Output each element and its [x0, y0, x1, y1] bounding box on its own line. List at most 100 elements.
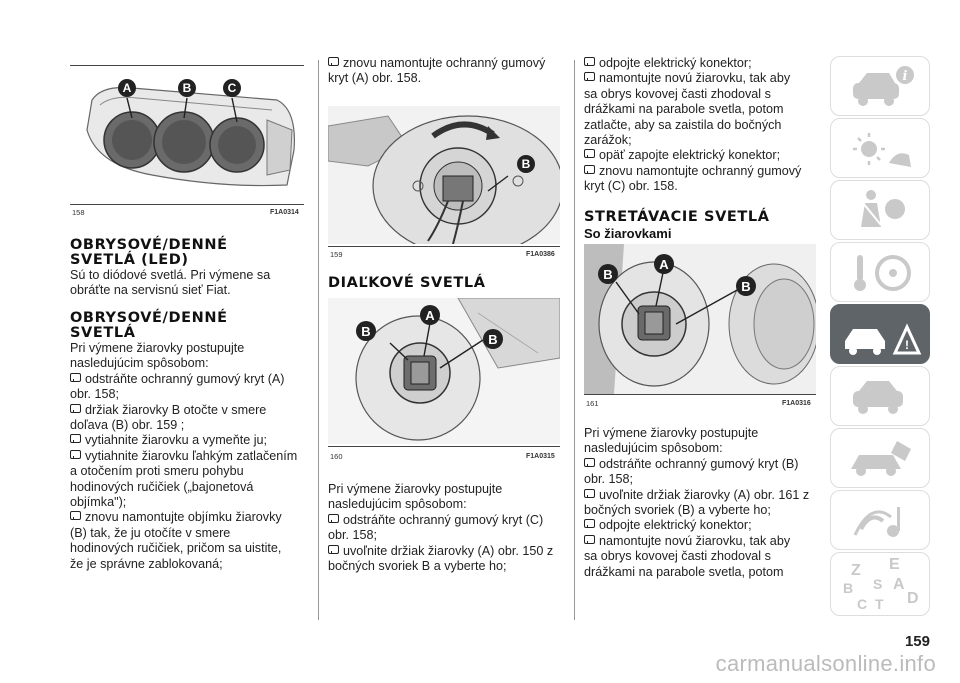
tab-car-info[interactable]: i	[830, 56, 930, 116]
bullet-item: držiak žiarovky B otočte v smere	[70, 403, 310, 418]
technical-data-icon	[851, 441, 911, 476]
figure-rule	[70, 204, 304, 205]
bullet-item: uvoľnite držiak žiarovky (A) obr. 161 z	[584, 488, 824, 503]
bullet-item: vytiahnite žiarovku ľahkým zatlačením	[70, 449, 310, 464]
tab-technical-data[interactable]	[830, 428, 930, 488]
svg-text:B: B	[522, 157, 531, 171]
callout-b: B	[517, 155, 535, 173]
tab-starting-driving[interactable]	[830, 242, 930, 302]
svg-text:i: i	[903, 69, 908, 84]
steering-key-icon	[854, 255, 911, 291]
tab-in-emergency[interactable]: !	[830, 304, 930, 364]
callout-b: B	[736, 276, 756, 296]
callout-b: B	[598, 264, 618, 284]
tab-multimedia[interactable]	[830, 490, 930, 550]
bullet-item: namontujte novú žiarovku, tak aby	[584, 534, 824, 549]
callout-b: B	[178, 79, 196, 97]
bullet-item: namontujte novú žiarovku, tak aby	[584, 71, 824, 86]
figure-158-headlamp: A B C	[72, 70, 304, 198]
section-heading: DIAĽKOVÉ SVETLÁ	[328, 275, 486, 291]
column-divider	[318, 60, 319, 620]
checkbox-bullet-icon	[584, 164, 595, 174]
bullet-item: uvoľnite držiak žiarovky (A) obr. 150 z	[328, 544, 568, 559]
figure-rule	[328, 446, 560, 447]
checkbox-bullet-icon	[584, 149, 595, 159]
checkbox-bullet-icon	[70, 434, 81, 444]
figure-number: 160	[330, 452, 343, 461]
multimedia-icon	[853, 507, 900, 537]
figure-code: F1A0314	[270, 209, 299, 216]
breakdown-warning-icon: !	[845, 323, 922, 355]
tab-index[interactable]: Z E B A C T D S	[830, 552, 930, 616]
bullet-item: znovu namontujte ochranný gumový	[584, 164, 824, 179]
figure-code: F1A0316	[782, 400, 811, 407]
callout-a: A	[654, 254, 674, 274]
svg-text:!: !	[905, 338, 909, 352]
seatbelt-airbag-icon	[861, 190, 905, 227]
figure-rule	[328, 246, 560, 247]
high-beam-illustration: B A B	[328, 298, 560, 444]
section-heading: STRETÁVACIE SVETLÁ	[584, 209, 770, 225]
index-icon: Z E B A C T D S	[843, 556, 919, 612]
watermark: carmanualsonline.info	[715, 651, 936, 676]
bullet-item: znovu namontujte objímku žiarovky	[70, 510, 310, 525]
bullet-item: opäť zapojte elektrický konektor;	[584, 148, 824, 163]
bullet-item: odstráňte ochranný gumový kryt (A)	[70, 372, 310, 387]
checkbox-bullet-icon	[584, 534, 595, 544]
svg-text:T: T	[875, 596, 884, 612]
figure-161-low-beam: B A B	[584, 244, 816, 394]
low-beam-illustration: B A B	[584, 244, 816, 394]
checkbox-bullet-icon	[584, 57, 595, 66]
headlamp-illustration: A B C	[86, 79, 295, 187]
bullet-item: odpojte elektrický konektor;	[584, 56, 824, 71]
bullet-item: odpojte elektrický konektor;	[584, 518, 824, 533]
svg-text:A: A	[893, 576, 905, 593]
subsection-heading: So žiarovkami	[584, 226, 672, 241]
callout-a: A	[420, 305, 440, 325]
car-maintenance-icon	[853, 381, 903, 414]
svg-text:S: S	[873, 576, 882, 592]
svg-text:B: B	[183, 81, 192, 95]
checkbox-bullet-icon	[584, 457, 595, 467]
callout-b: B	[356, 321, 376, 341]
checkbox-bullet-icon	[328, 513, 339, 523]
bullet-item: vytiahnite žiarovku a vymeňte ju;	[70, 433, 310, 448]
svg-text:Z: Z	[851, 562, 861, 579]
figure-rule	[584, 394, 816, 395]
svg-text:D: D	[907, 590, 919, 607]
svg-text:B: B	[741, 279, 750, 294]
checkbox-bullet-icon	[328, 57, 339, 66]
svg-text:E: E	[889, 556, 900, 573]
tab-dashboard-lights[interactable]	[830, 118, 930, 178]
callout-b: B	[483, 329, 503, 349]
dashboard-lights-icon	[853, 133, 911, 167]
callout-a: A	[118, 79, 136, 97]
figure-159-bulb-holder: B	[328, 106, 560, 244]
checkbox-bullet-icon	[328, 544, 339, 554]
page-number: 159	[904, 633, 930, 650]
svg-text:A: A	[425, 308, 435, 323]
figure-number: 159	[330, 250, 343, 259]
checkbox-bullet-icon	[70, 403, 81, 413]
figure-code: F1A0386	[526, 251, 555, 258]
figure-code: F1A0315	[526, 453, 555, 460]
checkbox-bullet-icon	[584, 519, 595, 529]
svg-text:B: B	[603, 267, 612, 282]
checkbox-bullet-icon	[70, 511, 81, 521]
svg-text:A: A	[123, 81, 132, 95]
callout-c: C	[223, 79, 241, 97]
svg-text:B: B	[488, 332, 497, 347]
tab-safety[interactable]	[830, 180, 930, 240]
tab-maintenance[interactable]	[830, 366, 930, 426]
paragraph: znovu namontujte ochranný gumový kryt (A…	[328, 56, 568, 87]
bullet-item: odstráňte ochranný gumový kryt (C)	[328, 513, 568, 528]
checkbox-bullet-icon	[584, 488, 595, 498]
svg-text:C: C	[228, 81, 237, 95]
bulb-holder-rotate-illustration: B	[328, 106, 560, 244]
figure-rule	[70, 65, 304, 66]
